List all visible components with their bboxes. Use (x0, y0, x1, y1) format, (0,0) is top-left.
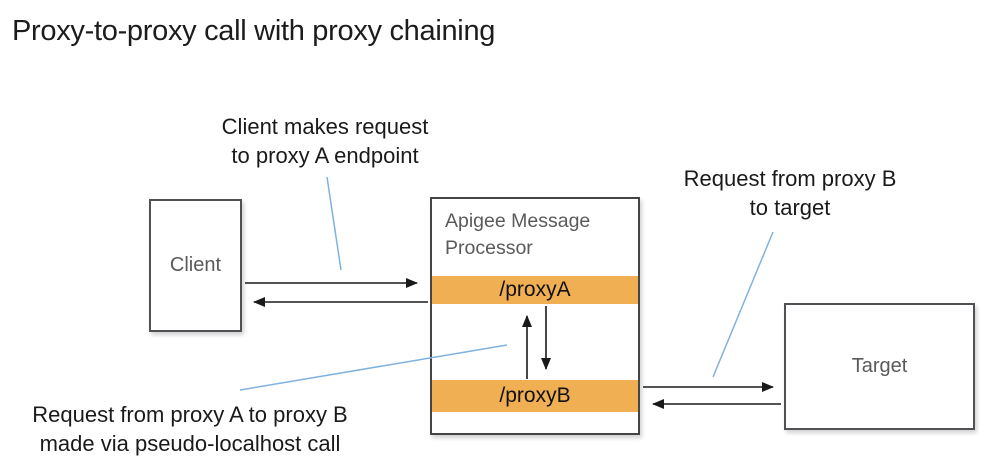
callout-line-proxyb-target-icon (712, 231, 774, 378)
annotation-proxya-to-proxyb: Request from proxy A to proxy B made via… (10, 400, 370, 458)
target-label: Target (851, 355, 908, 377)
target-node: Target (784, 303, 975, 430)
proxya-endpoint-bar: /proxyA (432, 276, 638, 304)
message-processor-label-line1: Apigee Message (445, 210, 591, 232)
annotation-client-request-line2: to proxy A endpoint (231, 143, 419, 168)
annotation-client-request: Client makes request to proxy A endpoint (175, 112, 475, 170)
client-label: Client (169, 254, 222, 276)
proxyb-endpoint-label: /proxyB (499, 384, 571, 407)
annotation-proxyb-to-target: Request from proxy B to target (650, 164, 930, 222)
message-processor-label-line2: Processor (445, 237, 533, 259)
page-title: Proxy-to-proxy call with proxy chaining (12, 15, 496, 47)
proxya-endpoint-label: /proxyA (499, 278, 571, 301)
message-processor-node: Apigee Message Processor /proxyA /proxyB (430, 197, 640, 435)
annotation-proxya-to-proxyb-line1: Request from proxy A to proxy B (32, 402, 348, 427)
client-node: Client (149, 199, 242, 332)
proxyb-endpoint-bar: /proxyB (432, 380, 638, 412)
annotation-proxyb-to-target-line1: Request from proxy B (683, 166, 897, 191)
callout-line-client-request-icon (326, 176, 342, 271)
annotation-proxyb-to-target-line2: to target (749, 195, 831, 220)
annotation-client-request-line1: Client makes request (221, 114, 429, 139)
annotation-proxya-to-proxyb-line2: made via pseudo-localhost call (39, 431, 341, 456)
message-processor-label: Apigee Message Processor (445, 208, 590, 262)
